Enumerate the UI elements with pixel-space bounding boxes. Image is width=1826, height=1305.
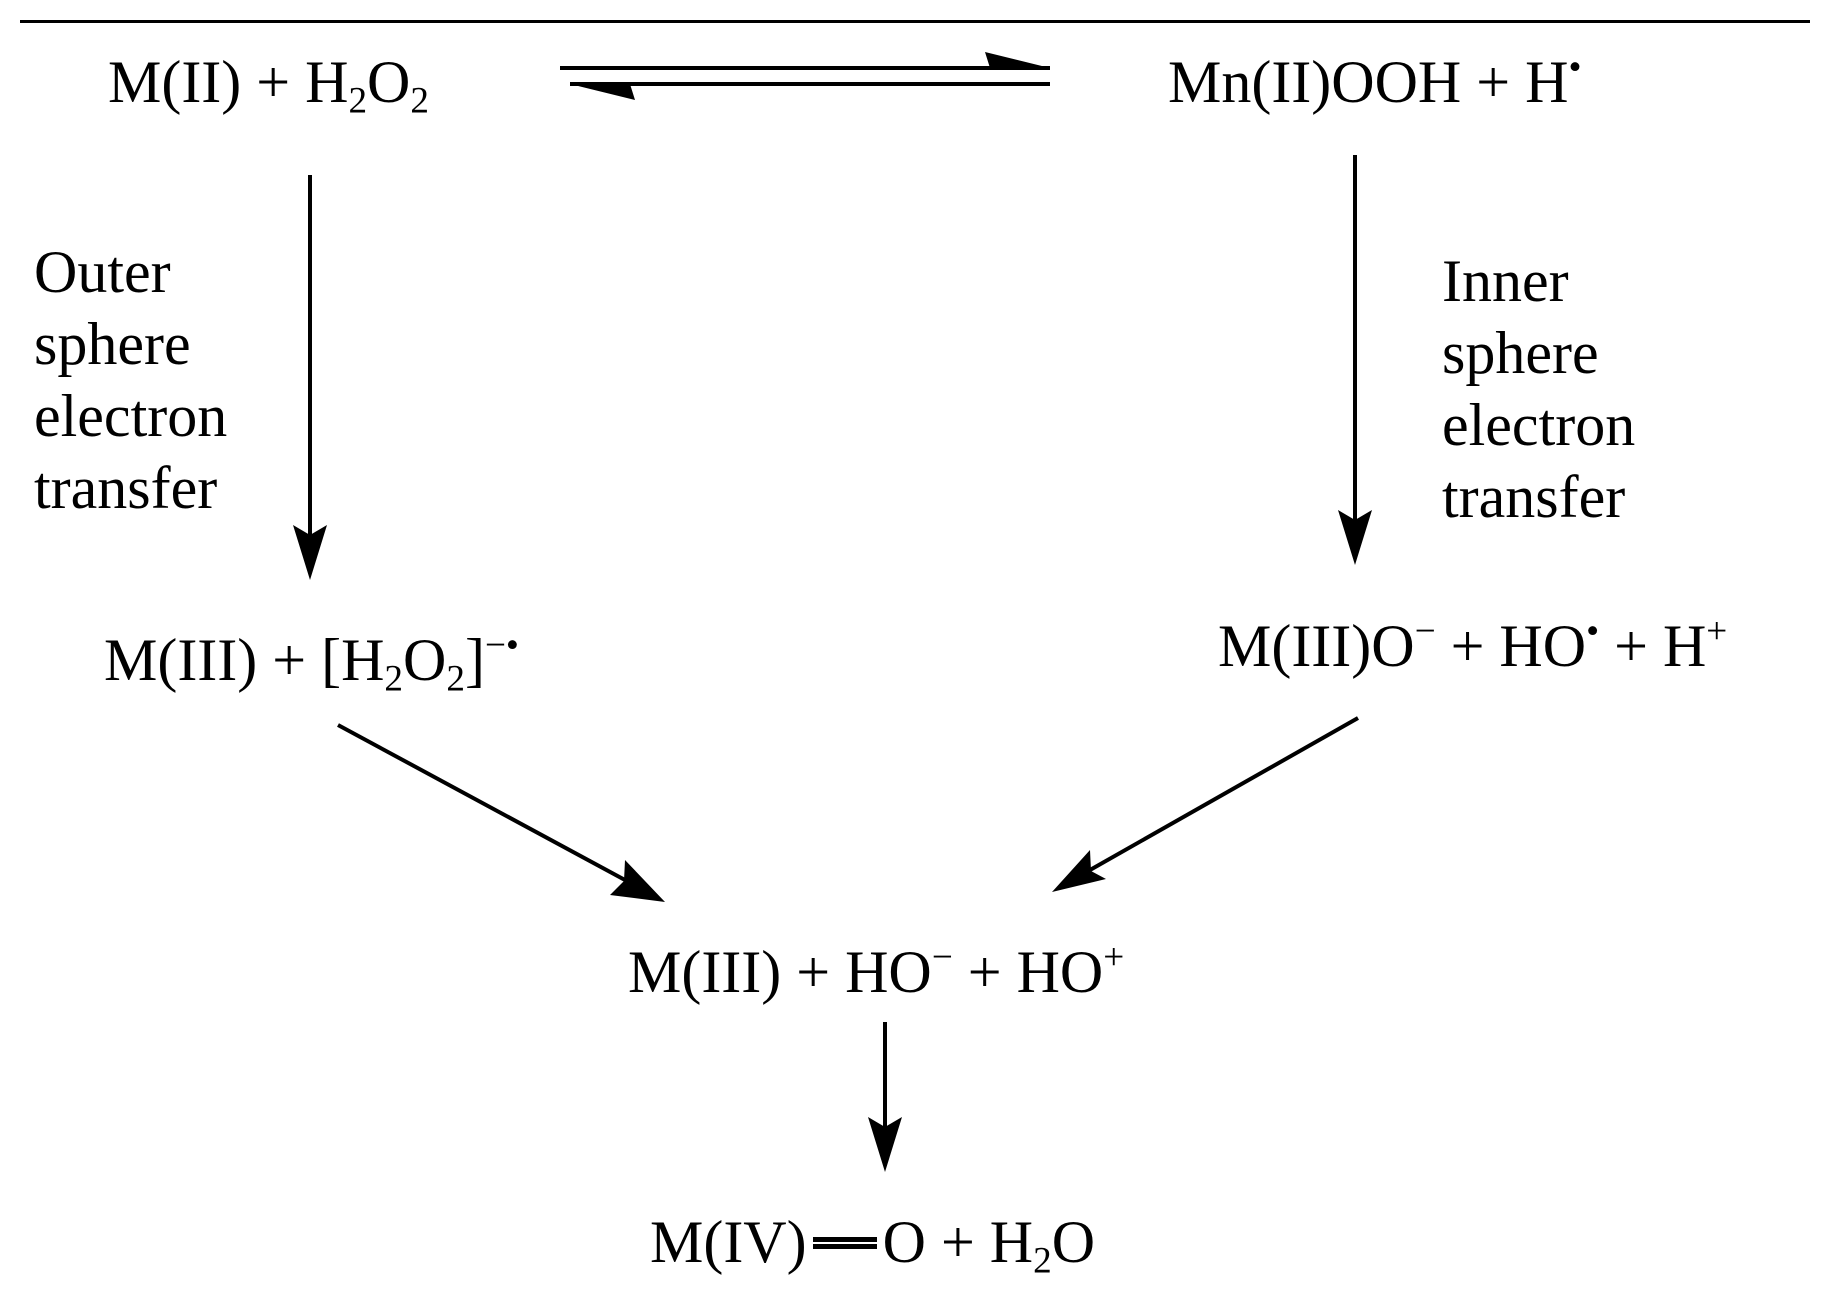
diagonal-left-arrow [337,723,665,902]
forward-arrow-half-head [985,52,1050,68]
outer-sphere-arrow [293,175,327,580]
outer-sphere-label: Outer sphere electron transfer [34,239,228,521]
inner-product-species: M(III)O− + HO• + H+ [1218,610,1728,679]
inner-sphere-label: Inner sphere electron transfer [1442,248,1636,530]
inner-intermediate-species: Mn(II)OOH + H• [1168,46,1582,115]
reverse-arrow-half-head [570,84,635,100]
reactant-species: M(II) + H2O2 [108,49,429,122]
diagonal-right-arrow [1052,716,1359,892]
equilibrium-arrow [560,52,1050,100]
top-rule [20,20,1810,23]
outer-product-species: M(III) + [H2O2]−• [104,624,519,700]
final-arrow [868,1022,902,1172]
inner-sphere-arrow [1338,155,1372,565]
final-species: M(IV)O + H2O [650,1209,1096,1282]
combined-species: M(III) + HO− + HO+ [628,936,1125,1005]
double-bond [812,1236,877,1249]
